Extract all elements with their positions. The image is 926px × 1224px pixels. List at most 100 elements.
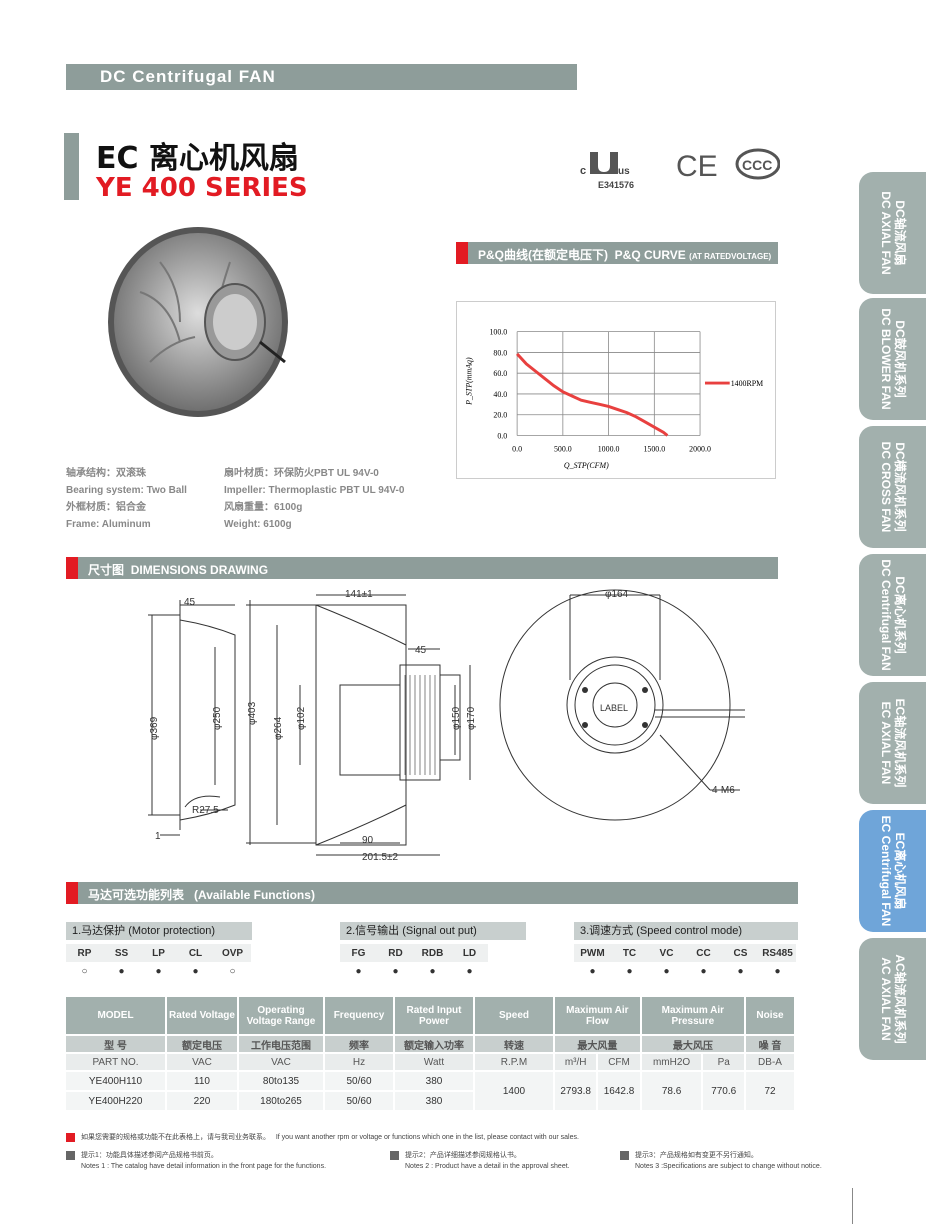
function-mark: ● — [663, 965, 670, 977]
functions-title-en: (Available Functions) — [194, 888, 315, 902]
function-code: CC — [696, 947, 711, 959]
dim-45-hub: 45 — [415, 645, 427, 656]
function-code: CS — [733, 947, 748, 959]
function-mark: ○ — [81, 965, 88, 977]
spec-impeller-cn: 扇叶材质：环保防火PBT UL 94V-0 — [224, 468, 379, 479]
dim-164: φ164 — [605, 589, 629, 600]
function-mark: ● — [429, 965, 436, 977]
pq-title-en: P&Q CURVE — [614, 248, 686, 262]
svg-text:c: c — [580, 165, 586, 177]
motor-label-text: LABEL — [600, 703, 628, 713]
specs-right: 扇叶材质：环保防火PBT UL 94V-0 Impeller: Thermopl… — [224, 465, 404, 533]
certification-logos: c us E341576 CE CCC — [580, 148, 780, 190]
pq-title-sub: (AT RATEDVOLTAGE) — [689, 252, 772, 261]
category-title: DC Centrifugal FAN — [100, 67, 276, 86]
function-code: PWM — [580, 947, 605, 959]
dim-90: 90 — [362, 835, 374, 846]
fan-product-image — [108, 227, 288, 417]
note-1: 提示1：功能具体描述参阅产品规格书前页。 Notes 1 : The catal… — [66, 1150, 386, 1172]
dim-4-m6: 4-M6 — [712, 785, 735, 796]
note-2: 提示2：产品详细描述参阅规格认书。 Notes 2 : Product have… — [390, 1150, 620, 1172]
chart-x-tick-label: 1000.0 — [598, 444, 620, 453]
note-3: 提示3：产品规格如有变更不另行通知。 Notes 3 :Specificatio… — [620, 1150, 860, 1172]
function-code: RD — [388, 947, 403, 959]
function-code: FG — [351, 947, 366, 959]
note-top-cn: 如果您需要的规格或功能不在此表格上，请与我司业务联系。 — [81, 1134, 270, 1141]
function-mark: ● — [118, 965, 125, 977]
dim-102: φ102 — [296, 706, 307, 730]
section-marker — [66, 557, 78, 579]
chart-y-tick-label: 100.0 — [489, 328, 507, 337]
function-code: LP — [152, 947, 165, 959]
function-code: OVP — [221, 947, 244, 959]
dimension-drawing: 45 φ369 φ250 R27.5 1 141±1 φ403 φ264 φ10… — [148, 589, 745, 863]
dim-title-en: DIMENSIONS DRAWING — [130, 563, 269, 577]
specs-left: 轴承结构：双滚珠 Bearing system: Two Ball 外框材质：铝… — [66, 465, 187, 533]
chart-y-tick-label: 60.0 — [493, 369, 507, 378]
function-mark: ● — [774, 965, 781, 977]
chart-series-line-1400rpm — [516, 352, 669, 437]
function-mark: ● — [155, 965, 162, 977]
chart-y-label: P_STP(mmAq) — [465, 357, 474, 406]
table-header-cn: 型 号额定电压工作电压范围频率额定输入功率转速最大风量最大风压噪 音 — [66, 1035, 796, 1054]
chart-x-tick-label: 0.0 — [512, 444, 522, 453]
function-mark: ● — [466, 965, 473, 977]
function-mark: ○ — [229, 965, 236, 977]
function-code: RDB — [421, 947, 444, 959]
dim-45-inlet: 45 — [184, 597, 196, 608]
legend-label: 1400RPM — [731, 379, 764, 388]
dim-403: φ403 — [247, 701, 258, 725]
chart-x-tick-label: 1500.0 — [643, 444, 665, 453]
function-group-title: 3.调速方式 (Speed control mode) — [574, 922, 798, 940]
chart-x-tick-label: 500.0 — [554, 444, 572, 453]
function-mark: ● — [355, 965, 362, 977]
pq-title-cn: P&Q曲线(在额定电压下) — [478, 248, 608, 262]
function-code: VC — [659, 947, 674, 959]
note-marker — [66, 1132, 75, 1142]
dim-201-5: 201.5±2 — [362, 852, 399, 863]
category-bar: DC Centrifugal FAN — [66, 64, 577, 90]
dim-369: φ369 — [149, 716, 160, 740]
dim-250: φ250 — [212, 706, 223, 730]
dim-r27-5: R27.5 — [192, 805, 219, 816]
ccc-logo: CCC — [735, 148, 780, 180]
section-marker — [456, 242, 468, 264]
chart-x-ticks: 0.0 500.0 1000.0 1500.0 2000.0 — [512, 444, 711, 453]
function-code: SS — [114, 947, 129, 959]
function-mark: ● — [700, 965, 707, 977]
spec-frame-cn: 外框材质：铝合金 — [66, 502, 146, 513]
function-code: LD — [462, 947, 477, 959]
spec-impeller-en: Impeller: Thermoplastic PBT UL 94V-0 — [224, 485, 405, 496]
function-mark: ● — [737, 965, 744, 977]
ul-logo: c us E341576 — [580, 152, 634, 190]
functions-title-cn: 马达可选功能列表 — [88, 888, 185, 902]
contact-note: 如果您需要的规格或功能不在此表格上，请与我司业务联系。 If you want … — [66, 1132, 826, 1143]
chart-y-tick-label: 40.0 — [493, 390, 507, 399]
svg-text:CCC: CCC — [742, 157, 772, 173]
ul-file-number: E341576 — [598, 180, 634, 190]
function-mark: ● — [589, 965, 596, 977]
chart-x-label: Q_STP(CFM) — [564, 461, 609, 470]
functions-section-header: 马达可选功能列表 (Available Functions) — [66, 882, 798, 904]
chart-grid — [516, 331, 701, 436]
function-group-title: 1.马达保护 (Motor protection) — [66, 922, 252, 940]
chart-y-ticks: 100.080.060.040.020.00.0 — [489, 328, 507, 441]
spec-weight-cn: 风扇重量：6100g — [224, 502, 303, 513]
chart-x-tick-label: 2000.0 — [689, 444, 711, 453]
function-code: RP — [77, 947, 92, 959]
